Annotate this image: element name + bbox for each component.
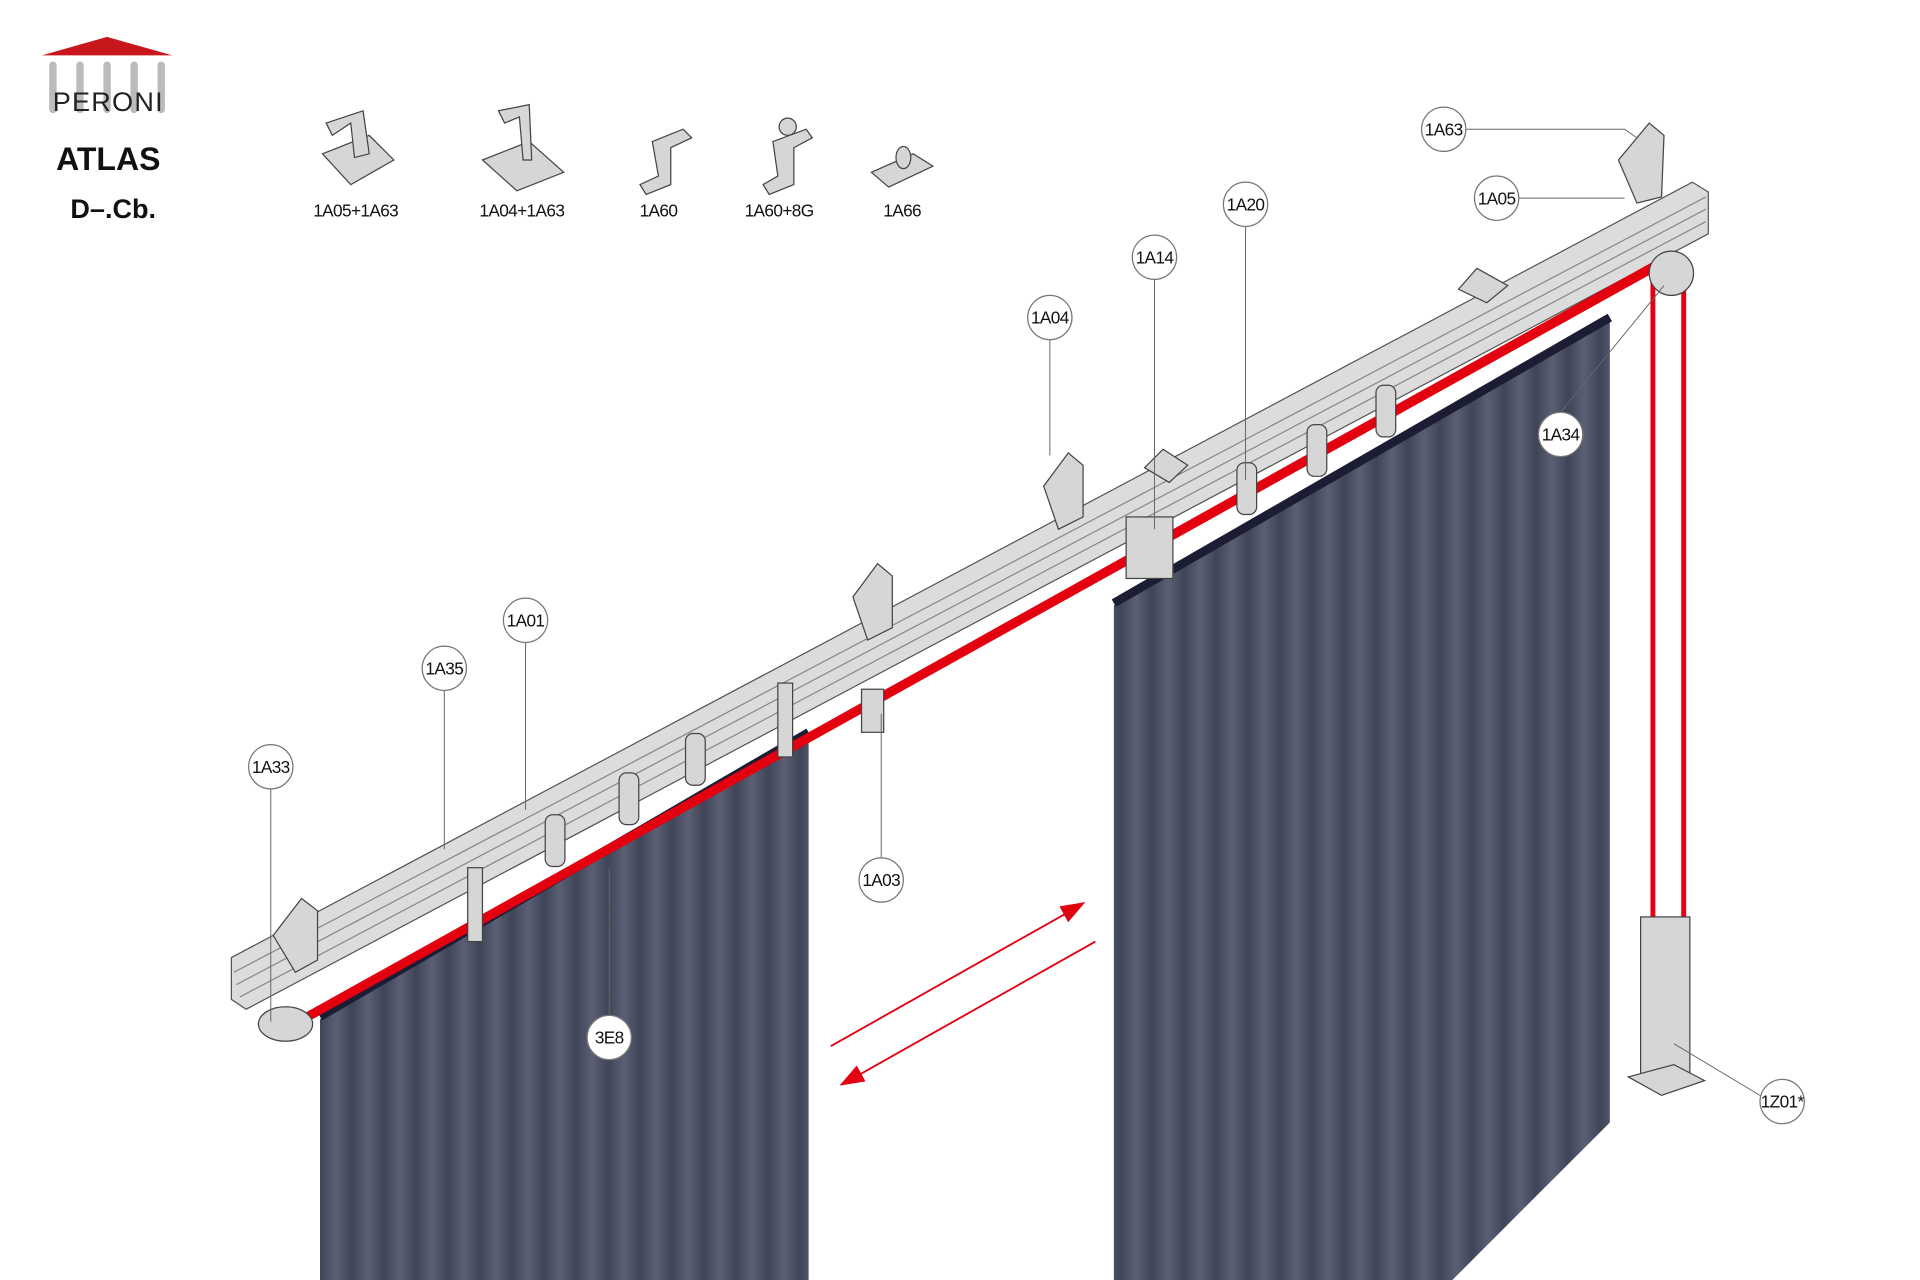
svg-text:1A05: 1A05 [1478,188,1516,208]
svg-text:3E8: 3E8 [595,1028,624,1048]
svg-text:1A01: 1A01 [507,610,545,630]
callout-1a35: 1A35 [421,645,468,692]
svg-text:1A34: 1A34 [1542,425,1581,445]
callout-1a04: 1A04 [1027,294,1073,341]
callout-1a63: 1A63 [1420,106,1467,152]
part-1a60-icon [639,128,693,196]
part-label: 1A60 [640,201,678,221]
product-code: D–.Cb. [70,193,156,224]
svg-text:1A14: 1A14 [1136,247,1175,267]
left-curtain [320,734,809,1280]
part-label: 1A60+8G [745,201,814,221]
direction-arrows [830,902,1096,1086]
callout-3e8: 3E8 [586,1014,632,1061]
legend-parts: 1A05+1A63 1A04+1A63 1A60 1A60+8G 1A66 [313,103,935,221]
track-rail [230,181,1709,1010]
part-1a66-icon [870,145,935,188]
svg-text:1A20: 1A20 [1227,194,1265,214]
peroni-logo: PERONI [41,36,173,117]
part-label: 1A04+1A63 [479,201,564,221]
callout-1a20: 1A20 [1222,181,1269,228]
callout-1a05: 1A05 [1473,175,1520,221]
product-name: ATLAS [56,141,160,177]
brand-name: PERONI [53,86,164,117]
callout-1z01: 1Z01* [1759,1078,1805,1125]
part-1a05-1a63-icon [321,109,395,186]
part-1a60-8g-icon [762,117,814,196]
callout-1a01: 1A01 [502,597,549,644]
svg-text:1A35: 1A35 [425,658,463,678]
floor-tensioner-1z01 [1626,916,1707,1097]
callout-1a34: 1A34 [1537,411,1584,458]
svg-text:1A33: 1A33 [252,757,290,777]
callout-1a33: 1A33 [248,744,294,790]
top-brackets [272,122,1665,974]
callout-1a14: 1A14 [1131,234,1178,280]
svg-text:1Z01*: 1Z01* [1761,1092,1805,1112]
part-label: 1A66 [883,201,921,221]
callout-1a03: 1A03 [858,857,904,903]
svg-text:1A63: 1A63 [1425,119,1463,139]
part-1a04-1a63-icon [481,103,565,192]
right-curtain [1113,320,1610,1280]
part-label: 1A05+1A63 [313,201,398,221]
corner-pulley-1a34 [1648,250,1695,296]
svg-text:1A04: 1A04 [1031,308,1070,328]
svg-text:1A03: 1A03 [862,870,900,890]
end-pulley-1a33 [257,1006,314,1042]
